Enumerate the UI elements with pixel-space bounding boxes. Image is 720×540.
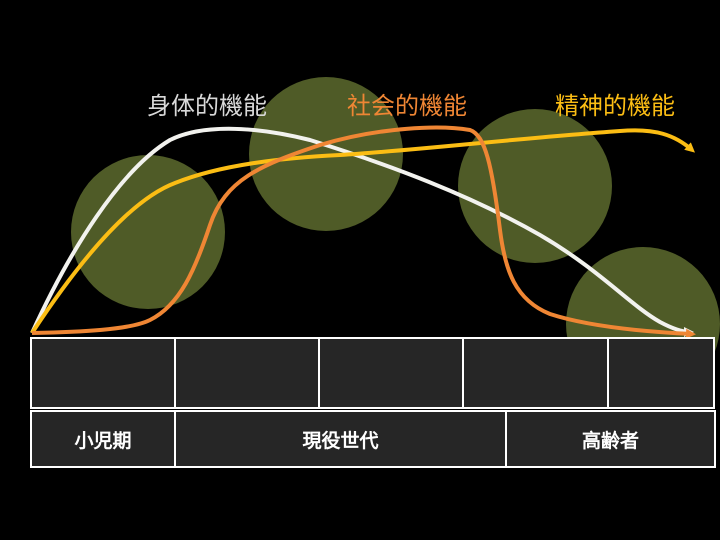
mental-function-label: 精神的機能 — [555, 92, 675, 120]
physical-function-curve — [30, 126, 694, 337]
stage-elderly: 高齢者 — [505, 410, 716, 468]
timeline-cell-5 — [607, 337, 715, 409]
social-function-label: 社会的機能 — [347, 92, 467, 120]
circle-childhood — [71, 155, 225, 309]
timeline-cell-2 — [174, 337, 320, 409]
circle-late-working — [458, 109, 612, 263]
timeline-cell-3 — [318, 337, 464, 409]
physical-function-label: 身体的機能 — [147, 92, 267, 120]
timeline-cell-1 — [30, 337, 176, 409]
stage-childhood: 小児期 — [30, 410, 176, 468]
stage-working-age: 現役世代 — [174, 410, 507, 468]
timeline-cell-4 — [462, 337, 610, 409]
social-function-curve — [31, 125, 696, 339]
mental-function-curve — [30, 128, 696, 335]
